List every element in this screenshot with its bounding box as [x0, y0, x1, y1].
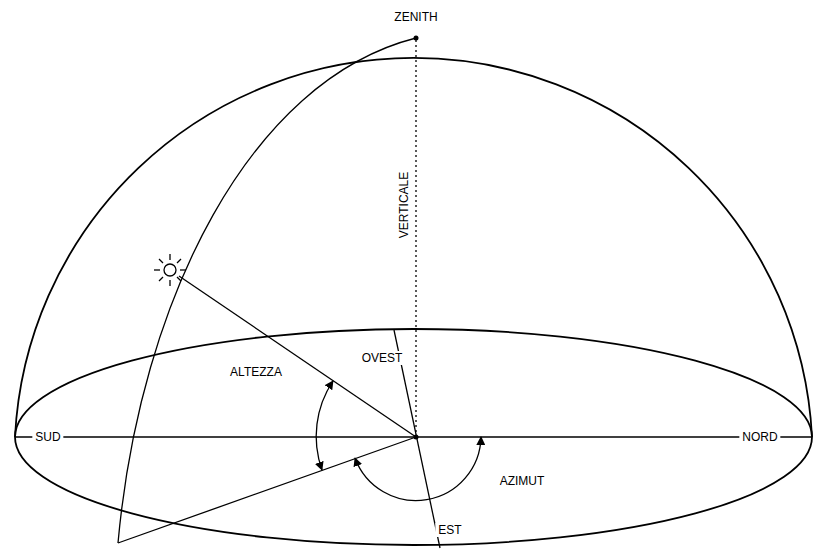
- horizon-ellipse: [15, 329, 812, 545]
- sun-ray-line: [179, 276, 416, 437]
- direction-label: OVEST: [359, 351, 406, 365]
- direction-label: NORD: [739, 430, 780, 444]
- point-label: ZENITH: [391, 10, 440, 24]
- angle-label: ALTEZZA: [227, 365, 285, 379]
- azimuth-arc: [355, 437, 481, 501]
- angle-label: AZIMUT: [497, 474, 548, 488]
- vertical-line: [415, 40, 416, 437]
- azimuth-line: [118, 437, 416, 543]
- direction-label: SUD: [32, 430, 63, 444]
- direction-label: EST: [435, 523, 464, 537]
- observer-point: [414, 435, 419, 440]
- sun-symbol: [154, 254, 186, 286]
- zenith-point: [414, 36, 419, 41]
- altitude-arc: [316, 381, 333, 470]
- axis-label: VERTICALE: [397, 169, 411, 241]
- sky-dome: [15, 58, 812, 437]
- meridian-arc: [118, 38, 416, 543]
